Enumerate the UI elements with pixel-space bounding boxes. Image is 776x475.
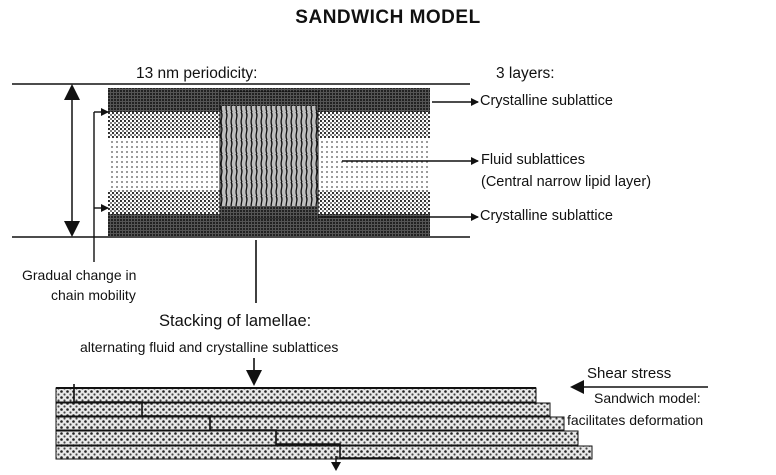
gradual-change-label-line1: Gradual change in [22, 267, 137, 283]
arrow-down-icon [246, 358, 262, 386]
gradual-change-label-line2: chain mobility [51, 287, 136, 303]
fluid-sublattices-label: Fluid sublattices [481, 152, 585, 168]
central-lipid-layer-label: (Central narrow lipid layer) [481, 174, 652, 190]
central-fluid-cap-top [220, 92, 318, 106]
arrow-down-icon [331, 456, 341, 471]
lamella-layer [55, 445, 593, 460]
double-headed-arrow-icon [64, 84, 80, 237]
lamellae-stack [55, 384, 593, 460]
crystalline-sublattice-top-label: Crystalline sublattice [480, 93, 613, 109]
diagram-title: SANDWICH MODEL [295, 7, 481, 28]
layers-label: 3 layers: [496, 65, 555, 82]
slip-line [73, 384, 400, 459]
sandwich-model-note-line2: facilitates deformation [567, 412, 704, 428]
stacking-label: Stacking of lamellae: [159, 312, 312, 330]
crystalline-sublattice-bottom-label: Crystalline sublattice [480, 208, 613, 224]
lamella-block [108, 88, 430, 236]
lamella-layer [55, 387, 537, 403]
periodicity-label: 13 nm periodicity: [136, 65, 258, 82]
gradual-change-bracket [93, 108, 109, 262]
arrow-left-icon [570, 380, 708, 394]
shear-stress-label: Shear stress [587, 365, 672, 382]
central-fluid-cap-bottom [220, 206, 318, 218]
sandwich-model-note-line1: Sandwich model: [594, 390, 701, 406]
lamella-layer [55, 416, 565, 431]
central-fluid-region [219, 91, 319, 219]
alternating-sublattices-label: alternating fluid and crystalline sublat… [80, 339, 339, 355]
lamella-layer [55, 430, 579, 446]
crystalline-band-bottom [108, 214, 430, 236]
lamella-layer [55, 402, 551, 417]
